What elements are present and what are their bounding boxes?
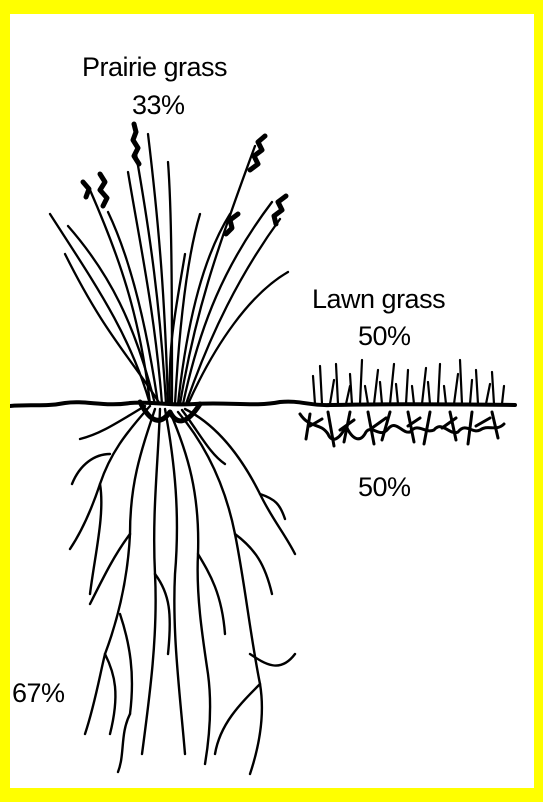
lawn-grass-title: Lawn grass (312, 286, 445, 313)
grass-root-illustration (10, 14, 534, 788)
prairie-grass-title: Prairie grass (82, 54, 227, 81)
lawn-grass-blades (313, 360, 504, 404)
prairie-roots (70, 406, 295, 774)
prairie-grass-blades (50, 134, 288, 404)
lawn-grass-roots (300, 412, 504, 446)
lawn-grass-above-percent: 50% (358, 323, 411, 350)
ground-line (10, 402, 515, 406)
prairie-seed-heads (83, 124, 286, 234)
diagram-canvas: Prairie grass 33% Lawn grass 50% 50% 67% (10, 14, 534, 788)
prairie-grass-below-percent: 67% (12, 680, 65, 707)
lawn-grass-below-percent: 50% (358, 474, 411, 501)
prairie-grass-above-percent: 33% (132, 92, 185, 119)
